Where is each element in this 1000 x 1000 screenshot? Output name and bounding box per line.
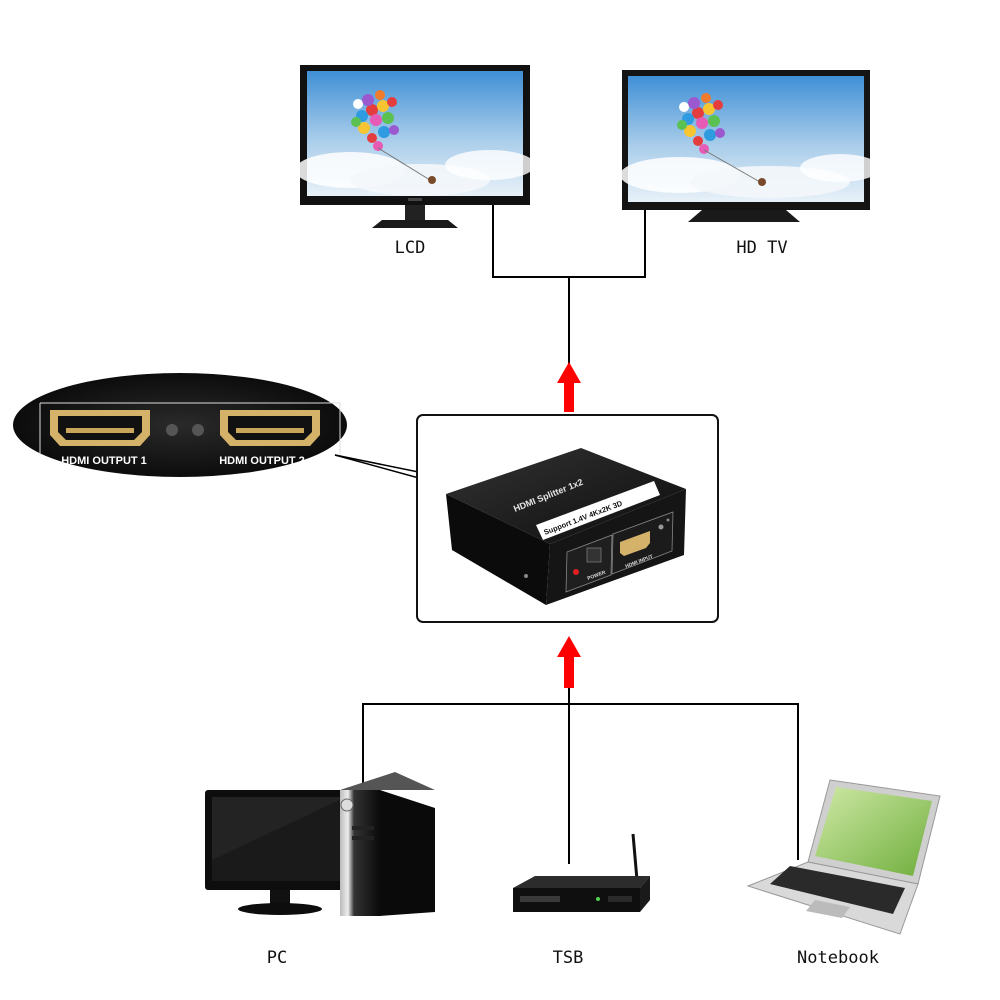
pc-label: PC [267,948,287,968]
hd-tv [620,70,880,222]
hdmi-output-1-label: HDMI OUTPUT 1 [61,455,147,467]
tsb-set-top-box [513,834,650,912]
hdmi-port-2 [220,410,320,446]
power-led [573,569,579,575]
red-up-arrow-icon [557,636,581,688]
hdmi-port-1 [50,410,150,446]
hdmi-output-2-label: HDMI OUTPUT 2 [219,455,305,467]
notebook-laptop [748,780,940,934]
pc-computer [205,772,435,916]
red-up-arrow-icon [557,362,581,412]
top-wires [493,203,645,385]
lcd-monitor [295,65,535,228]
output-ports-zoom: HDMI OUTPUT 1 HDMI OUTPUT 2 [13,373,448,486]
power-jack [587,548,601,562]
notebook-label: Notebook [797,948,879,968]
hdtv-label: HD TV [736,238,787,258]
tsb-label: TSB [553,948,584,968]
lcd-label: LCD [395,238,426,258]
